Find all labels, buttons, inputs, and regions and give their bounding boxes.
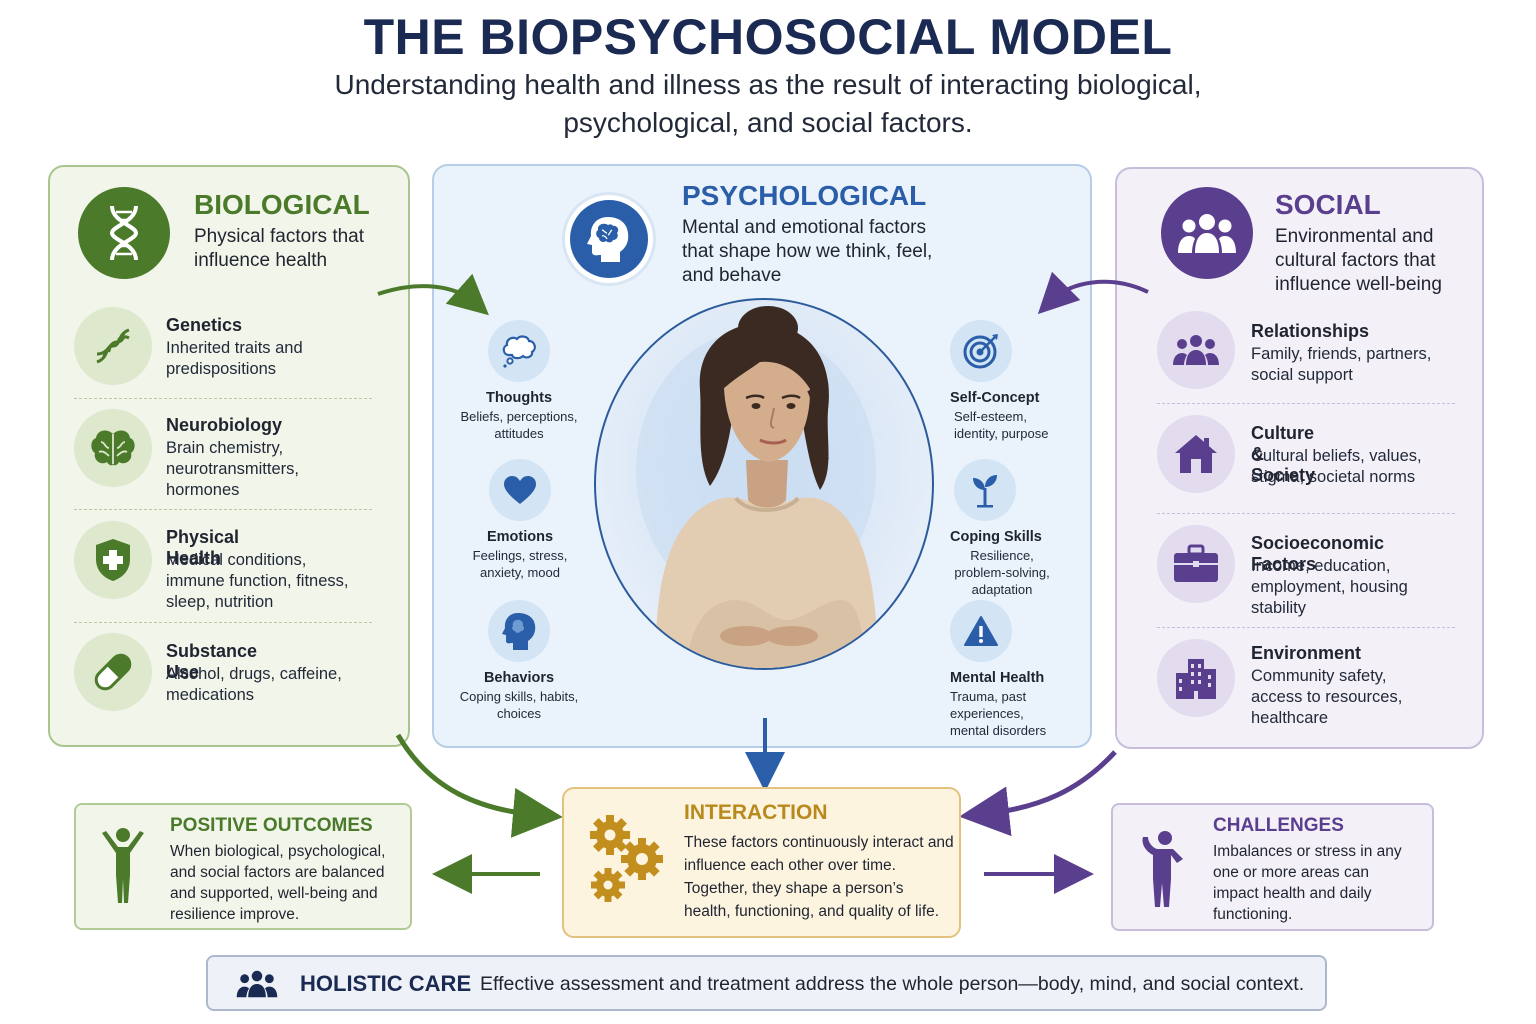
group-icon	[1161, 187, 1253, 279]
list-item: Behaviors Coping skills, habits, choices	[454, 600, 584, 722]
brain-icon	[74, 409, 152, 487]
item-description: Brain chemistry, neurotransmitters, horm…	[166, 439, 299, 499]
psychological-description: Mental and emotional factors that shape …	[682, 217, 933, 286]
person-arms-up-icon	[98, 827, 148, 910]
item-description: Cultural beliefs, values, stigma, societ…	[1251, 447, 1422, 486]
dna-icon	[74, 307, 152, 385]
item-title: Substance Use	[166, 641, 258, 682]
social-panel: SOCIAL Environmental and cultural factor…	[1115, 167, 1484, 749]
list-item: Coping Skills Resilience, problem-solvin…	[950, 459, 1070, 598]
item-description: Family, friends, partners, social suppor…	[1251, 345, 1432, 384]
factor-title: Behaviors	[483, 670, 555, 686]
sprout-icon	[954, 459, 1016, 521]
factor-description: Resilience, problem-solving, adaptation	[954, 548, 1050, 597]
factor-title: Coping Skills	[950, 529, 1042, 545]
factor-title: Emotions	[486, 529, 554, 545]
pill-icon	[74, 633, 152, 711]
page-title: THE BIOPSYCHOSOCIAL MODEL	[363, 9, 1173, 65]
heart-icon	[489, 459, 551, 521]
buildings-icon	[1157, 639, 1235, 717]
shield-cross-icon	[74, 521, 152, 599]
page-subtitle: Understanding health and illness as the …	[334, 69, 1202, 138]
thought-bubble-icon	[488, 320, 550, 382]
challenges-box: CHALLENGES Imbalances or stress in any o…	[1111, 803, 1434, 931]
item-title: Neurobiology	[166, 415, 282, 435]
people-icon	[234, 969, 280, 1004]
item-title: Genetics	[166, 315, 243, 335]
divider	[74, 622, 372, 623]
social-title: SOCIAL	[1275, 189, 1381, 220]
holistic-care-text: Effective assessment and treatment addre…	[480, 973, 1305, 995]
item-title: Socioeconomic Factors	[1251, 533, 1385, 574]
factor-description: Self-esteem, identity, purpose	[954, 409, 1049, 441]
holistic-care-banner: HOLISTIC CARE Effective assessment and t…	[206, 955, 1327, 1011]
warning-icon	[950, 600, 1012, 662]
factor-description: Coping skills, habits, choices	[459, 689, 579, 721]
interaction-box: INTERACTION These factors continuously i…	[562, 787, 961, 938]
divider	[74, 398, 372, 399]
biological-title: BIOLOGICAL	[194, 189, 370, 220]
divider	[1157, 403, 1455, 404]
divider	[74, 509, 372, 510]
positive-outcomes-title: POSITIVE OUTCOMES	[170, 815, 373, 836]
item-title: Physical Health	[166, 527, 240, 568]
factor-title: Mental Health	[950, 670, 1045, 686]
holistic-care-title: HOLISTIC CARE	[300, 971, 472, 996]
gears-icon	[586, 813, 666, 910]
item-description: Inherited traits and predispositions	[166, 339, 303, 378]
target-icon	[950, 320, 1012, 382]
factor-description: Feelings, stress, anxiety, mood	[472, 548, 568, 580]
list-item: Mental Health Trauma, past experiences, …	[950, 600, 1070, 739]
factor-title: Thoughts	[485, 390, 553, 406]
list-item: Emotions Feelings, stress, anxiety, mood	[450, 459, 590, 581]
factor-description: Beliefs, perceptions, attitudes	[460, 409, 578, 441]
item-description: Alcohol, drugs, caffeine, medications	[166, 665, 342, 704]
item-description: Community safety, access to resources, h…	[1251, 667, 1403, 727]
psychological-title: PSYCHOLOGICAL	[682, 180, 927, 211]
people-icon	[1157, 311, 1235, 389]
factor-description: Trauma, past experiences, mental disorde…	[950, 689, 1047, 738]
positive-outcomes-text: When biological, psychological, and soci…	[170, 843, 386, 923]
list-item: Self-Concept Self-esteem, identity, purp…	[950, 320, 1070, 442]
person-stressed-icon	[1139, 829, 1185, 914]
biological-description: Physical factors that influence health	[194, 226, 365, 271]
dna-icon	[78, 187, 170, 279]
factor-title: Self-Concept	[950, 390, 1040, 406]
biological-panel: BIOLOGICAL Physical factors that influen…	[48, 165, 410, 747]
house-icon	[1157, 415, 1235, 493]
item-title: Culture & Society	[1251, 423, 1316, 485]
divider	[1157, 627, 1455, 628]
head-icon	[488, 600, 550, 662]
item-description: Income, education, employment, housing s…	[1251, 557, 1408, 617]
item-title: Relationships	[1251, 321, 1370, 341]
positive-outcomes-box: POSITIVE OUTCOMES When biological, psych…	[74, 803, 412, 930]
divider	[1157, 513, 1455, 514]
list-item: Thoughts Beliefs, perceptions, attitudes	[454, 320, 584, 442]
briefcase-icon	[1157, 525, 1235, 603]
social-description: Environmental and cultural factors that …	[1275, 226, 1442, 295]
interaction-title: INTERACTION	[684, 801, 828, 824]
challenges-title: CHALLENGES	[1213, 815, 1344, 836]
item-title: Environment	[1251, 643, 1362, 663]
challenges-text: Imbalances or stress in any one or more …	[1213, 843, 1402, 923]
portrait-illustration	[594, 298, 934, 670]
head-brain-icon	[562, 192, 656, 286]
item-description: Medical conditions, immune function, fit…	[166, 551, 349, 611]
interaction-text: These factors continuously interact and …	[684, 834, 954, 920]
